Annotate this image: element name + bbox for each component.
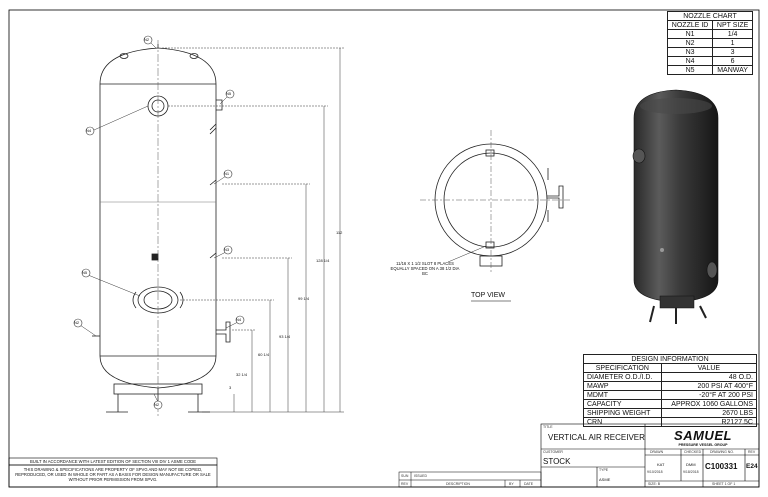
type-label: TYPE bbox=[599, 468, 609, 472]
dimension-text: 99 1/4 bbox=[298, 296, 310, 301]
npt-size-cell: 3 bbox=[712, 47, 753, 57]
nozzle-id-cell: N4 bbox=[666, 56, 714, 66]
spec-cell: CAPACITY bbox=[583, 399, 662, 409]
npt-size-cell: 1/4 bbox=[712, 29, 753, 39]
leader-lines bbox=[79, 41, 239, 403]
dimension-text: 3 bbox=[229, 385, 232, 390]
spec-cell: MAWP bbox=[583, 381, 662, 391]
design-info-header: SPECIFICATION bbox=[583, 363, 662, 373]
nozzle-id-cell: N2 bbox=[666, 38, 714, 48]
spec-cell: DIAMETER O.D./I.D. bbox=[583, 372, 662, 382]
dimension-text: 128 1/4 bbox=[316, 258, 330, 263]
checked-by: DMM bbox=[686, 462, 696, 467]
checked-label: CHECKED bbox=[684, 450, 702, 454]
nozzle-tag: N2 bbox=[74, 320, 80, 325]
vessel-side-view bbox=[92, 44, 231, 413]
nozzle-id-cell: N1 bbox=[666, 29, 714, 39]
dimension-text: 60 1/4 bbox=[258, 352, 270, 357]
spec-cell: SHIPPING WEIGHT bbox=[583, 408, 662, 418]
nozzle-chart-header: NPT SIZE bbox=[712, 20, 753, 30]
nozzle-id-cell: N3 bbox=[666, 47, 714, 57]
rev-header: DESCRIPTION bbox=[446, 482, 470, 486]
nozzle-chart-header: NOZZLE ID bbox=[666, 20, 714, 30]
value-cell: R2127.5C bbox=[660, 417, 758, 427]
nozzle-tag: N2 bbox=[144, 37, 150, 42]
drawing-number: C100331 bbox=[705, 462, 738, 471]
nozzle-tag: N2 bbox=[154, 402, 160, 407]
logo-wordmark: SAMUEL bbox=[674, 428, 732, 443]
top-view-label: TOP VIEW bbox=[471, 292, 505, 299]
revision-value: E24 bbox=[746, 463, 758, 470]
code-note: BUILT IN ACCORDANCE WITH LATEST EDITION … bbox=[29, 459, 197, 464]
vessel-3d-render bbox=[632, 89, 719, 324]
drawing-title: VERTICAL AIR RECEIVER bbox=[548, 433, 645, 442]
nozzle-tag: N4 bbox=[236, 317, 242, 322]
spec-cell: CRN bbox=[583, 417, 662, 427]
table-row: DIAMETER O.D./I.D.48 O.D. bbox=[583, 372, 758, 382]
value-cell: 2670 LBS bbox=[660, 408, 758, 418]
value-cell: APPROX 1060 GALLONS bbox=[660, 399, 758, 409]
npt-size-cell: MANWAY bbox=[712, 65, 753, 75]
checked-date: 9/18/2018 bbox=[683, 470, 699, 474]
nozzle-chart-title: NOZZLE CHART bbox=[667, 11, 753, 21]
title-block-grid bbox=[540, 423, 760, 488]
nozzle-tag: N5 bbox=[82, 270, 88, 275]
nozzle-tag: N1 bbox=[224, 171, 230, 176]
value-cell: 200 PSI AT 400°F bbox=[660, 381, 758, 391]
sheet-label: SHEET 1 OF 1 bbox=[712, 482, 736, 486]
sheet-border bbox=[8, 9, 760, 488]
slot-note: 11/16 X 1 1/2 SLOT 8 PLACES EQUALLY SPAC… bbox=[390, 261, 460, 276]
spec-cell: MDMT bbox=[583, 390, 662, 400]
title-label: TITLE bbox=[543, 425, 553, 429]
rev-label: REV bbox=[748, 450, 756, 454]
dimension-text: 32 1/4 bbox=[236, 372, 248, 377]
rev-header: REV bbox=[401, 482, 409, 486]
top-view-drawing bbox=[434, 143, 564, 267]
nozzle-tag: N5 bbox=[226, 91, 232, 96]
dimension-text: 112 bbox=[336, 230, 343, 235]
drawing-no-label: DRAWING NO. bbox=[710, 450, 734, 454]
dimension-text: 93 1/4 bbox=[279, 334, 291, 339]
size-label: SIZE: B bbox=[648, 482, 661, 486]
value-cell: -20°F AT 200 PSI bbox=[660, 390, 758, 400]
drawn-label: DRAWN bbox=[650, 450, 664, 454]
customer-value: STOCK bbox=[543, 457, 571, 466]
logo-subtitle: PRESSURE VESSEL GROUP bbox=[678, 443, 728, 447]
value-cell: 48 O.D. bbox=[660, 372, 758, 382]
drawn-by: KAT bbox=[657, 462, 665, 467]
table-row: MDMT-20°F AT 200 PSI bbox=[583, 390, 758, 400]
proprietary-note: THIS DRAWING & SPECIFICATIONS ARE PROPER… bbox=[15, 467, 211, 482]
design-info-title: DESIGN INFORMATION bbox=[583, 354, 757, 364]
nozzle-tag: N3 bbox=[224, 247, 230, 252]
dimension-lines bbox=[162, 47, 344, 413]
rev-header: DATE bbox=[524, 482, 534, 486]
company-logo: SAMUEL PRESSURE VESSEL GROUP bbox=[660, 428, 746, 447]
type-value: ASME bbox=[599, 477, 611, 482]
nozzle-id-cell: N5 bbox=[666, 65, 714, 75]
rev-row-sun: SUN bbox=[401, 474, 409, 478]
nozzle-tag: N4 bbox=[86, 128, 92, 133]
proprietary-note-box bbox=[8, 464, 218, 488]
drawn-date: 9/10/2018 bbox=[647, 470, 663, 474]
rev-header: BY bbox=[509, 482, 514, 486]
nozzle-tag-bubbles bbox=[73, 35, 245, 410]
customer-label: CUSTOMER bbox=[543, 450, 563, 454]
rev-row-issued: ISSUED bbox=[414, 474, 428, 478]
npt-size-cell: 1 bbox=[712, 38, 753, 48]
npt-size-cell: 6 bbox=[712, 56, 753, 66]
design-information-table: DESIGN INFORMATION SPECIFICATION VALUE D… bbox=[583, 354, 758, 427]
design-info-header: VALUE bbox=[660, 363, 758, 373]
